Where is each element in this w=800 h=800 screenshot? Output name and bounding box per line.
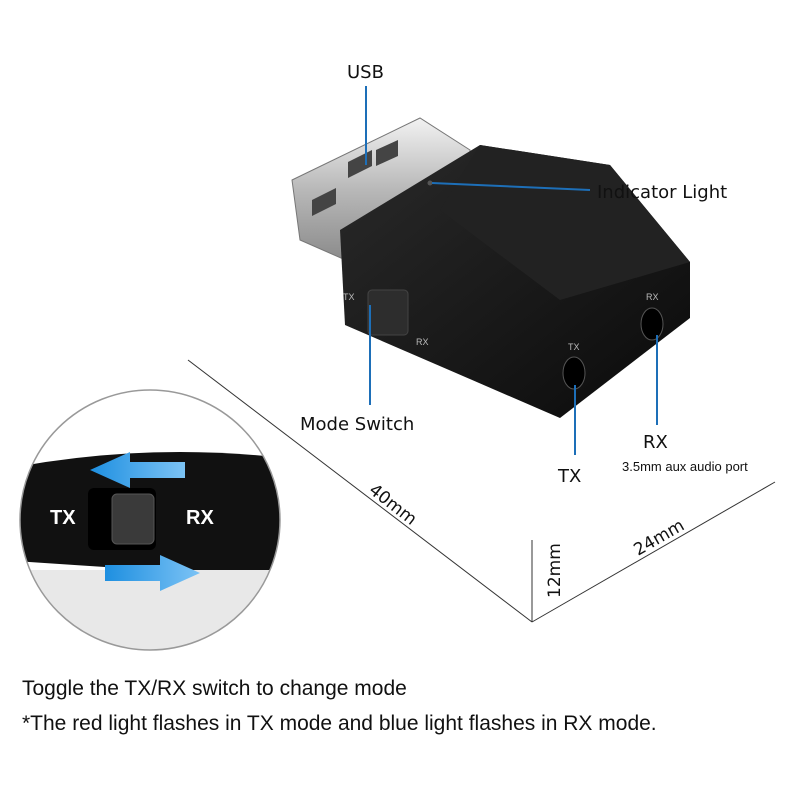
- left-arrow-icon: [90, 452, 185, 488]
- mode-switch-label: Mode Switch: [300, 414, 414, 435]
- caption-light-note: *The red light flashes in TX mode and bl…: [22, 712, 657, 735]
- port-rx-marking: RX: [646, 292, 659, 302]
- height-dimension: 12mm: [545, 543, 565, 598]
- adapter-body: TX RX TX RX: [340, 145, 690, 418]
- inset-rx-label: RX: [186, 507, 214, 529]
- aux-port-label: 3.5mm aux audio port: [622, 459, 748, 474]
- rx-port: [640, 307, 664, 341]
- callout-lines: [365, 86, 658, 455]
- indicator-light: [427, 180, 433, 186]
- switch-rx-marking: RX: [416, 337, 429, 347]
- indicator-light-label: Indicator Light: [597, 182, 727, 203]
- inset-tx-label: TX: [50, 507, 76, 529]
- right-arrow-icon: [105, 555, 200, 591]
- mode-switch: [367, 289, 409, 336]
- length-dimension: 40mm: [365, 480, 420, 529]
- tx-port-label: TX: [557, 466, 581, 487]
- tx-port: [562, 356, 586, 390]
- switch-tx-marking: TX: [343, 292, 355, 302]
- usb-label: USB: [347, 62, 384, 83]
- port-tx-marking: TX: [568, 342, 580, 352]
- dimension-lines: [187, 359, 776, 623]
- width-dimension: 24mm: [631, 516, 688, 561]
- rx-port-label: RX: [643, 432, 668, 453]
- caption-toggle-instructions: Toggle the TX/RX switch to change mode: [22, 677, 407, 700]
- switch-closeup-inset: TX RX: [19, 389, 281, 651]
